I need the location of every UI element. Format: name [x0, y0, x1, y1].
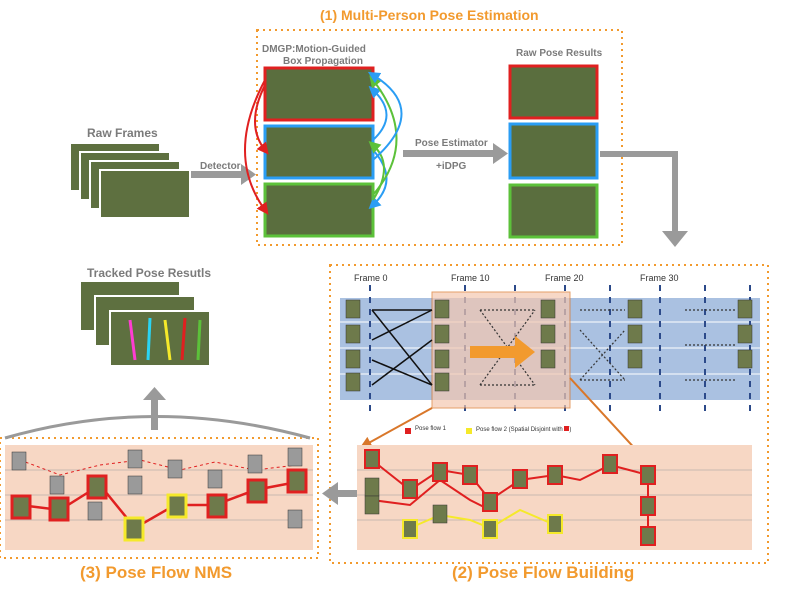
raw-pose-frame-blue — [508, 122, 599, 180]
dmgp-frame-red — [263, 66, 375, 122]
pose-estimator-arrow — [403, 143, 508, 164]
tracked-pose-results-label: Tracked Pose Resutls — [87, 266, 212, 280]
flow-building-thumbs — [364, 449, 656, 546]
pose-estimator-label-line2: +iDPG — [436, 161, 467, 172]
frame0-connections — [371, 309, 433, 386]
dmgp-blue-arrow-3 — [367, 71, 403, 161]
frame-30-label: Frame 30 — [640, 273, 679, 283]
to-nms-arrow — [322, 482, 358, 505]
nms-thumbs — [10, 447, 308, 542]
timeline-thumbnails — [345, 299, 753, 392]
pose-estimator-label-line1: Pose Estimator — [415, 138, 488, 149]
section1-box — [256, 29, 623, 246]
legend-flow2-label: Pose flow 2 (Spatial Disjoint with ) — [476, 426, 571, 433]
to-tracked-arrow — [143, 387, 166, 430]
frame-20-label: Frame 20 — [545, 273, 584, 283]
frame-10-label: Frame 10 — [451, 273, 490, 283]
raw-pose-frame-green — [508, 183, 599, 239]
section3-box — [0, 437, 319, 559]
frame10-orange-arrow — [470, 336, 535, 368]
frame10-connections — [479, 309, 735, 386]
to-flow-building-arrow — [600, 151, 688, 247]
legend-flow2-swatch — [466, 428, 472, 434]
legend-flow2-tail: ) — [569, 427, 572, 433]
raw-frames-stack — [69, 142, 191, 219]
frame-0-label: Frame 0 — [354, 273, 388, 283]
raw-pose-results-label: Raw Pose Results — [516, 48, 603, 59]
raw-pose-frame-red — [508, 64, 599, 120]
legend-flow1-swatch — [405, 428, 411, 434]
section2-title: (2) Pose Flow Building — [452, 563, 635, 582]
dmgp-red-arrow-2 — [244, 79, 269, 215]
legend-flow2-red-mark — [564, 426, 570, 431]
section3-title: (3) Pose Flow NMS — [80, 563, 233, 582]
nms-arc — [4, 415, 311, 440]
pointer-left — [359, 407, 433, 448]
legend-flow1-label: Pose flow 1 — [415, 426, 447, 432]
legend-flow2-text: Pose flow 2 (Spatial Disjoint with — [476, 427, 563, 433]
dmgp-red-arrow-1 — [254, 84, 269, 155]
dmgp-frame-blue — [263, 124, 375, 180]
section1-title: (1) Multi-Person Pose Estimation — [320, 7, 539, 23]
tracked-results-stack — [79, 280, 211, 367]
dmgp-frame-green — [263, 182, 375, 238]
dmgp-green-arrow-2 — [369, 75, 398, 196]
dmgp-blue-arrow-1 — [368, 85, 388, 141]
dmgp-green-arrow-1 — [368, 140, 385, 201]
dmgp-label-line2: Box Propagation — [283, 56, 364, 67]
detector-label: Detector — [200, 161, 241, 172]
dmgp-label-line1: DMGP:Motion-Guided — [262, 44, 366, 55]
raw-frames-label: Raw Frames — [87, 126, 158, 140]
section2-box — [329, 264, 769, 564]
